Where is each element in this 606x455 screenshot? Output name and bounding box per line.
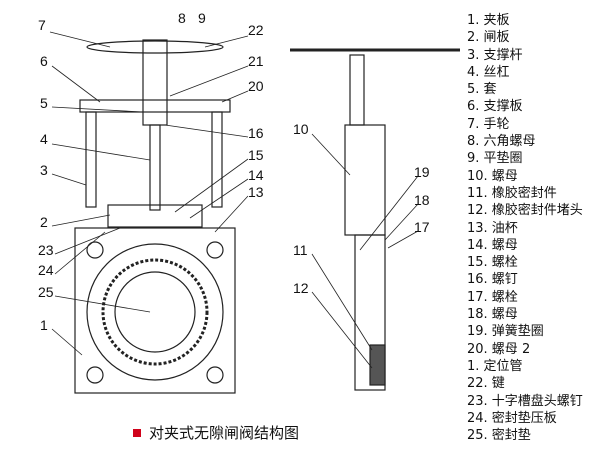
legend-item: 15. 螺栓 [467,255,518,271]
callout-7: 7 [38,17,46,33]
caption-marker-icon [133,428,141,437]
callout-16: 16 [248,125,264,141]
body-plate [74,227,236,394]
caption-text: 对夹式无隙闸阀结构图 [149,424,300,442]
legend-item: 4. 丝杠 [467,64,510,80]
callout-22: 22 [248,22,264,38]
callout-23: 23 [38,242,54,258]
callout-4: 4 [40,131,48,147]
handwheel [86,40,224,54]
gate-top [107,204,203,228]
callout-2: 2 [40,214,48,230]
bolt-hole [86,241,104,259]
callout-17: 17 [414,219,430,235]
legend-item: 7. 手轮 [467,116,510,132]
bolt-hole [206,241,224,259]
support-rod-right [211,111,223,208]
body-side [354,234,386,391]
support-plate [79,99,231,113]
callout-1: 1 [40,317,48,333]
callout-21: 21 [248,53,264,69]
legend-item: 20. 螺母 2 [467,341,531,357]
legend-item: 1. 定位管 [467,358,523,374]
legend-item: 10. 螺母 [467,168,518,184]
callout-19: 19 [414,164,430,180]
front-view [74,39,236,394]
callout-8: 8 [178,10,186,26]
diagram-caption: 对夹式无隙闸阀结构图 [133,422,299,443]
bore [114,271,196,353]
callout-6: 6 [40,53,48,69]
body-ring-outer [86,243,224,381]
legend-item: 9. 平垫圈 [467,151,523,167]
callout-10: 10 [293,121,309,137]
callout-15: 15 [248,147,264,163]
callout-14: 14 [248,167,264,183]
legend-item: 6. 支撑板 [467,99,523,115]
legend-item: 25. 密封垫 [467,428,531,444]
callout-18: 18 [414,192,430,208]
callout-13: 13 [248,184,264,200]
legend-item: 24. 密封垫压板 [467,410,557,426]
leader-lines [49,31,419,369]
callout-5: 5 [40,95,48,111]
support-side [344,124,386,236]
bolt-hole [86,366,104,384]
legend-item: 19. 弹簧垫圈 [467,324,544,340]
bolt-hole [206,366,224,384]
legend-item: 1. 夹板 [467,13,510,28]
callout-20: 20 [248,78,264,94]
legend-item: 23. 十字槽盘头螺钉 [467,393,583,409]
callout-9: 9 [198,10,206,26]
stem-side [349,54,365,126]
callout-12: 12 [293,280,309,296]
legend-item: 2. 闸板 [467,30,510,46]
legend-item: 11. 橡胶密封件 [467,185,557,201]
legend-item: 12. 橡胶密封件堵头 [467,203,583,219]
rubber-seal-side [369,344,386,386]
stem [149,124,161,211]
legend-item: 18. 螺母 [467,307,518,323]
seal-ring [101,258,209,366]
side-view [290,48,460,391]
legend-item: 8. 六角螺母 [467,134,536,150]
legend-item: 22. 键 [467,376,505,392]
callout-24: 24 [38,262,54,278]
legend-item: 5. 套 [467,82,497,98]
callout-25: 25 [38,284,54,300]
support-rod-left [85,111,97,208]
legend-item: 16. 螺钉 [467,272,518,288]
callout-3: 3 [40,162,48,178]
callout-11: 11 [293,242,308,258]
legend-item: 3. 支撑杆 [467,47,523,63]
legend-item: 13. 油杯 [467,220,518,236]
legend-item: 14. 螺母 [467,237,518,253]
legend-item: 17. 螺栓 [467,289,518,305]
